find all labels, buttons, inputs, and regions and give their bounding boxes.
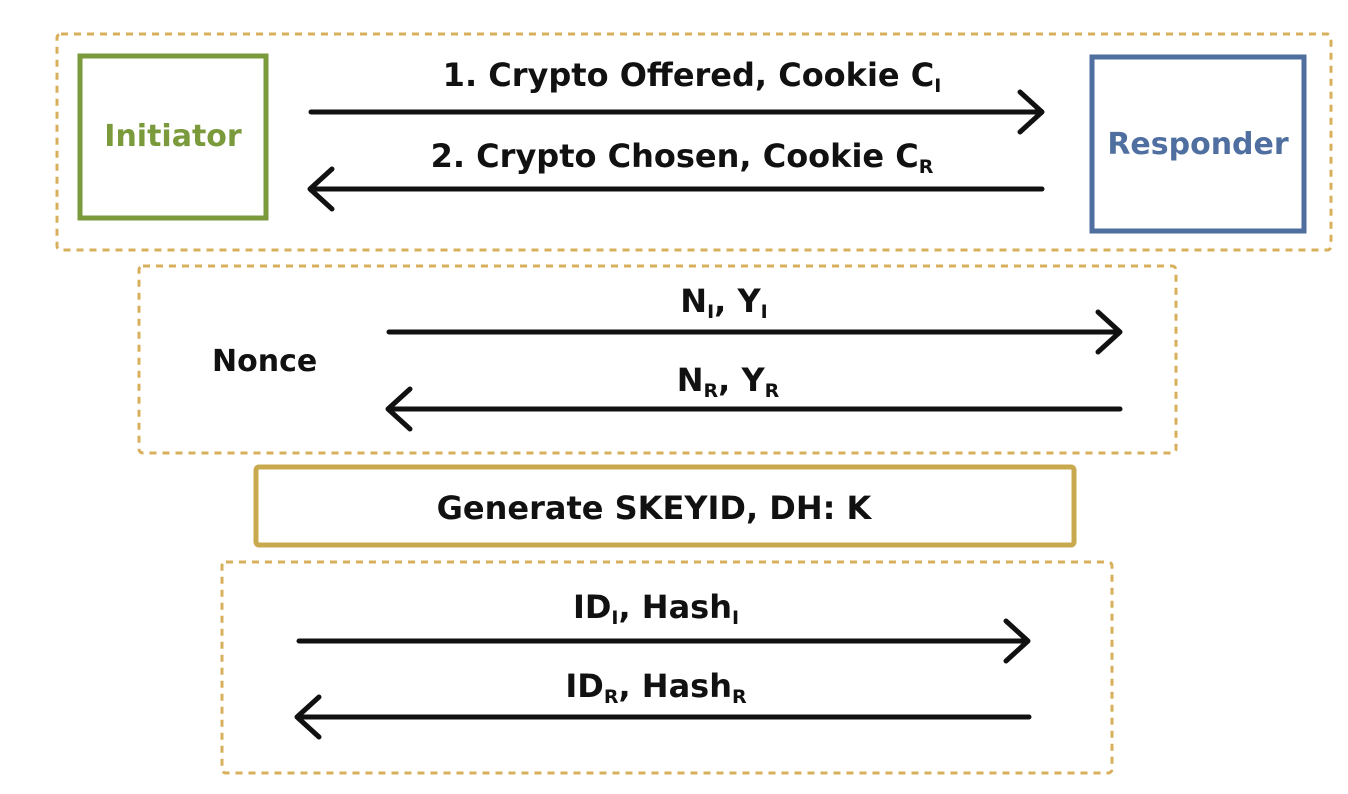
phase1-msg2-sub: R bbox=[919, 156, 934, 178]
phase3-msg2-label: IDR, HashR bbox=[565, 667, 747, 708]
phase2-msg1-y-sub: I bbox=[761, 301, 768, 323]
phase2-msg1-n-sub: I bbox=[707, 301, 714, 323]
phase1-frame bbox=[55, 32, 1333, 252]
phase3-msg2-id: ID bbox=[565, 667, 603, 705]
phase2-msg1-y: Y bbox=[736, 282, 761, 320]
keygen-box bbox=[253, 464, 1077, 548]
phase1-msg1-label: 1. Crypto Offered, Cookie CI bbox=[443, 56, 942, 97]
phase3-arrow-right bbox=[296, 618, 1031, 664]
phase3-msg1-id: ID bbox=[573, 588, 611, 626]
phase3-msg2-hash-sub: R bbox=[732, 686, 747, 708]
phase1-msg1-text: 1. Crypto Offered, Cookie C bbox=[443, 56, 935, 94]
phase2-msg2-y: Y bbox=[740, 361, 765, 399]
phase3-msg1-hash: Hash bbox=[642, 588, 732, 626]
phase1-msg1-sub: I bbox=[934, 75, 941, 97]
phase2-arrow-right bbox=[386, 309, 1123, 355]
phase2-msg2-y-sub: R bbox=[765, 380, 780, 402]
phase1-msg2-text: 2. Crypto Chosen, Cookie C bbox=[431, 137, 919, 175]
initiator-box bbox=[77, 53, 269, 221]
keygen-label: Generate SKEYID, DH: K bbox=[437, 489, 873, 527]
phase3-msg1-label: IDI, HashI bbox=[573, 588, 739, 629]
phase2-msg2-label: NR, YR bbox=[677, 361, 780, 402]
phase1-msg2-label: 2. Crypto Chosen, Cookie CR bbox=[431, 137, 934, 178]
responder-label: Responder bbox=[1107, 127, 1289, 162]
nonce-label: Nonce bbox=[212, 344, 317, 379]
phase2-frame bbox=[137, 264, 1178, 455]
phase3-msg1-id-sub: I bbox=[611, 607, 618, 629]
phase1-arrow-left bbox=[307, 166, 1045, 212]
phase2-msg2-n-sub: R bbox=[704, 380, 719, 402]
phase1-arrow-right bbox=[308, 89, 1045, 135]
responder-box bbox=[1089, 54, 1307, 234]
phase3-msg2-hash: Hash bbox=[642, 667, 732, 705]
phase3-arrow-left bbox=[294, 694, 1032, 740]
phase3-msg1-hash-sub: I bbox=[732, 607, 739, 629]
phase2-msg1-n: N bbox=[680, 282, 707, 320]
initiator-label: Initiator bbox=[104, 119, 242, 154]
phase3-frame bbox=[220, 560, 1114, 775]
phase3-msg2-id-sub: R bbox=[604, 686, 619, 708]
phase2-msg2-n: N bbox=[677, 361, 704, 399]
phase2-msg1-label: NI, YI bbox=[680, 282, 767, 323]
phase2-arrow-left bbox=[385, 386, 1123, 432]
